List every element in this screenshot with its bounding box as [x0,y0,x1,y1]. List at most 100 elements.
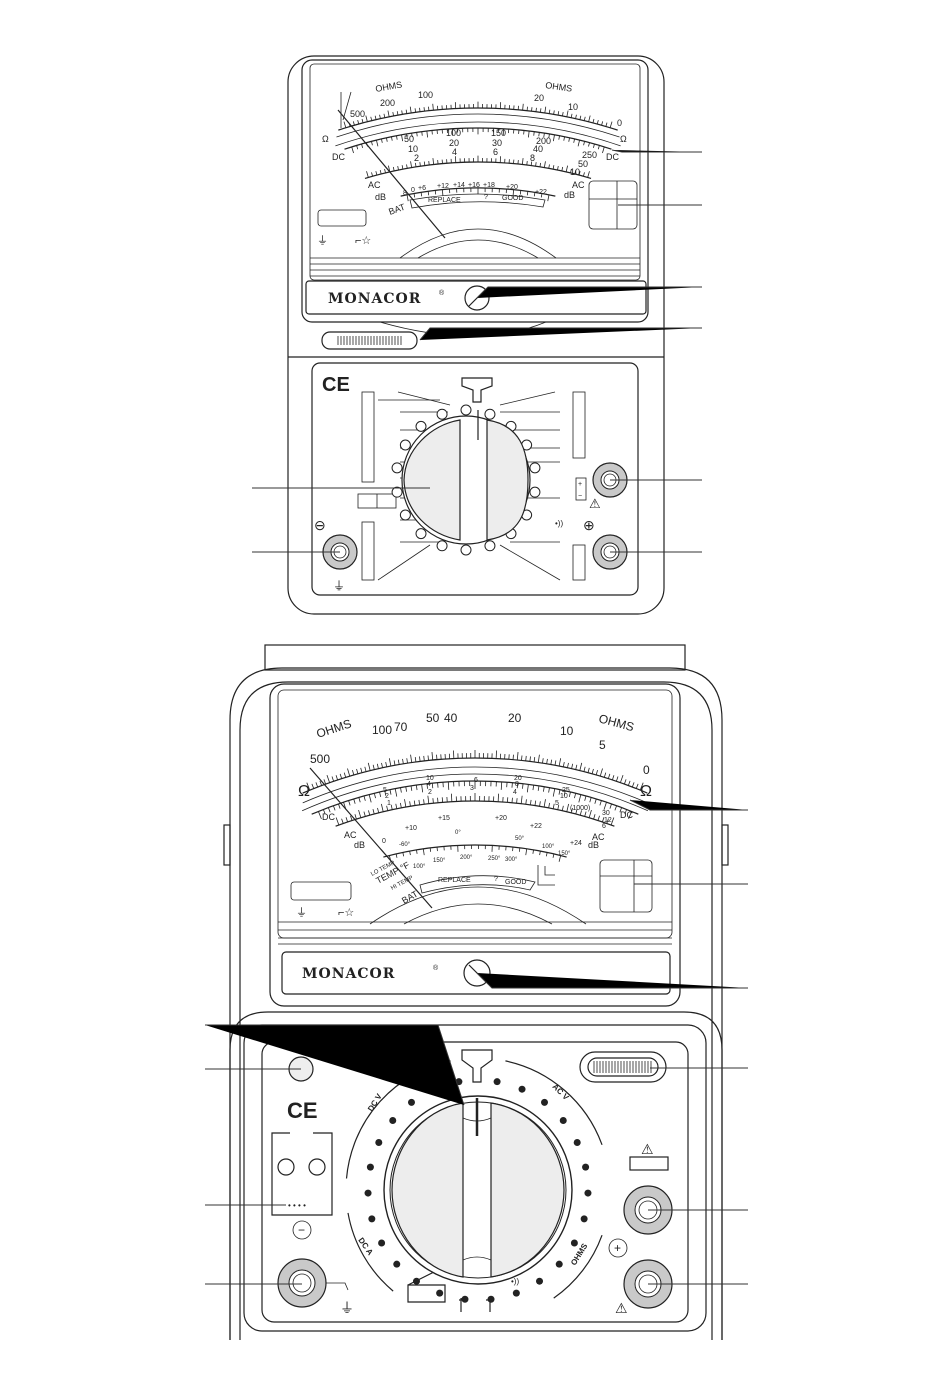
range-position [573,1138,581,1146]
temp-label: 300° [505,857,518,863]
ohms-tick [546,758,548,764]
top-db-right: dB [564,190,575,200]
top-registered: ® [439,289,445,297]
dc-label: 200 [536,136,551,146]
ac-tick [561,166,564,172]
bottom-dc-scale-labels: 5 10 20 25 30 2 4 6 8 10 (1000) 12 1 2 3… [383,775,612,830]
top-zero-adjust-screw[interactable] [464,285,490,311]
range-label-acv: AC V [551,1082,571,1102]
dc-tick [609,803,612,809]
top-query-label: ? [484,194,488,201]
ohms-tick [566,110,569,117]
bottom-ground-icon: ⏚ [340,1300,354,1316]
dc-tick [593,143,595,148]
dc-tick [391,136,393,141]
bottom-ohms-left: OHMS [315,716,354,740]
bottom-zero-adjust-screw[interactable] [463,959,491,987]
dc-tick [543,133,545,138]
dc-tick [400,787,402,793]
top-buzzer-icon: •)) [555,519,563,528]
dc-label: 50 [404,134,414,144]
dc-tick [552,788,556,797]
top-multimeter: OHMS OHMS 500 200 100 20 10 0 Ω Ω DC DC … [252,55,702,615]
ohms-tick [306,782,311,791]
db-label: 0 [382,838,386,845]
dc-tick [568,137,570,142]
ohms-tick [562,111,564,117]
ohms-tick [326,774,330,783]
top-scale-ticks [335,101,621,202]
temp-tick [545,852,548,857]
temp-tick [416,849,418,854]
range-position [393,1260,401,1268]
bottom-bat-band [419,875,536,894]
dc-tick [415,785,418,791]
bottom-outer-case [229,667,723,1340]
bottom-rotary-selector[interactable] [383,1095,573,1285]
callout-line [629,799,748,811]
top-ohms-left: OHMS [375,79,403,94]
dc-tick [603,802,607,810]
ac-tick [593,814,596,820]
range-position [541,1098,549,1106]
dc-tick [373,793,376,799]
ac-tick [570,168,572,173]
db-label: +22 [530,823,542,830]
ohms-tick [539,108,542,113]
bottom-ohms-scale-labels: 500 100 70 50 40 20 10 5 0 [310,711,650,777]
top-dc-right: DC [606,152,619,162]
bottom-plate-lines [278,921,672,945]
temp-label: 250° [488,856,501,862]
ohms-tick [432,103,434,111]
ac-tick [380,803,384,812]
range-position [461,1295,469,1303]
top-bat-band [409,193,546,209]
top-needle-rest [340,91,352,128]
bottom-ac-right: AC [592,832,605,842]
bottom-plus-circle [608,1238,628,1258]
dc-tick [589,797,592,803]
ac-tick [390,804,393,810]
db-label: +24 [570,840,582,847]
ac-tick [610,817,615,826]
range-line [397,391,451,406]
ohms-tick [616,776,619,782]
db-label: +20 [495,815,507,822]
ohms-tick [372,764,375,770]
ac-tick [548,164,550,169]
temp-tick [422,848,425,856]
range-position [364,1189,372,1197]
ohms-tick [381,762,383,768]
bottom-omega-right: Ω [640,783,652,800]
ohms-tick [529,756,531,762]
range-position [378,1239,386,1247]
dc-label: 2 [428,789,432,796]
db-label: +12 [437,183,449,190]
bottom-ohm-adjust-wheel[interactable] [587,1057,659,1077]
bottom-ce-mark: CE [287,1098,318,1123]
callout-line [419,327,702,341]
dc-tick [552,134,555,142]
top-range-bar [361,391,375,483]
ohms-tick [319,780,323,786]
ac-tick [395,803,398,809]
top-ohm-adjust-wheel[interactable] [321,331,418,350]
ohms-tick [533,756,536,763]
dc-tick [386,137,388,142]
top-callout-lines [252,149,702,553]
dc-label: 5 [383,787,387,794]
dc-label: 3 [470,785,474,792]
bottom-scale-ticks [301,750,649,862]
top-rotary-selector[interactable] [401,410,531,545]
dc-label: 250 [582,150,597,160]
ac-tick [570,807,573,813]
db-tick [441,189,444,197]
dc-tick [588,142,590,147]
temp-arc [383,844,567,858]
dc-tick [583,141,585,146]
range-arc-ohms [553,1234,603,1299]
dc-label: 150 [491,128,506,138]
bottom-com-jack[interactable] [277,1258,327,1308]
dc-tick [381,138,383,143]
ohms-tick [570,113,573,118]
